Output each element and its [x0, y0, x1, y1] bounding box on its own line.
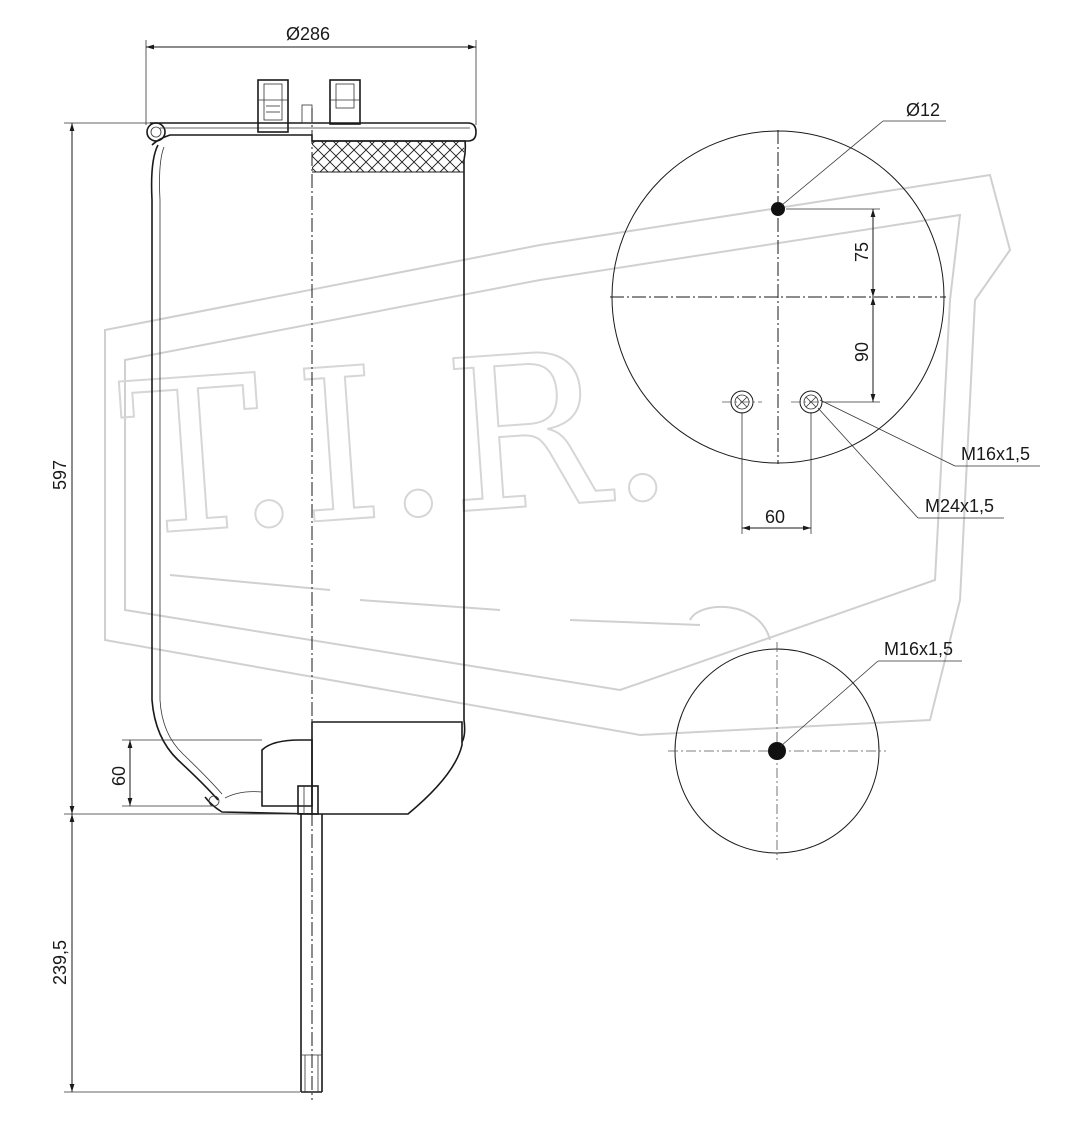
top-plate-bead: [146, 122, 166, 142]
piston-knurled: [311, 721, 463, 815]
label-thread-small: M16x1,5: [961, 444, 1030, 464]
label-offset-top: 75: [852, 242, 872, 262]
dimension-top-diameter: Ø286: [145, 24, 477, 125]
label-port-spacing: 60: [765, 507, 785, 527]
label-total-height: 597: [50, 460, 70, 490]
watermark-text: T.I.R.: [114, 301, 680, 584]
label-thread-large: M24x1,5: [925, 496, 994, 516]
label-rod-length: 239,5: [50, 940, 70, 985]
label-hole-diameter: Ø12: [906, 100, 940, 120]
mounting-hole: [771, 202, 785, 216]
dimension-total-height: 597: [50, 122, 300, 815]
top-port-left: [257, 79, 289, 133]
top-port-right: [329, 79, 361, 125]
top-plate-view: Ø12 75 90 60 M16x1,5 M24x1,5: [610, 100, 1040, 534]
bottom-stud-hole: [768, 742, 786, 760]
watermark: T.I.R.: [104, 173, 1012, 737]
port-m16: [722, 390, 762, 414]
dimension-piston-height: 60: [109, 739, 262, 807]
label-offset-bottom: 90: [852, 342, 872, 362]
air-spring-side-view: [146, 79, 477, 1100]
dimension-rod-length: 239,5: [50, 814, 300, 1093]
bellows-left-wall: [150, 144, 219, 801]
top-stud: [301, 104, 313, 124]
label-top-diameter: Ø286: [286, 24, 330, 44]
label-bottom-thread: M16x1,5: [884, 639, 953, 659]
label-piston-height: 60: [109, 766, 129, 786]
piston-section: [261, 739, 313, 807]
bottom-view: M16x1,5: [668, 639, 962, 860]
piston-rod: [297, 785, 323, 1093]
top-knurl: [312, 141, 464, 172]
